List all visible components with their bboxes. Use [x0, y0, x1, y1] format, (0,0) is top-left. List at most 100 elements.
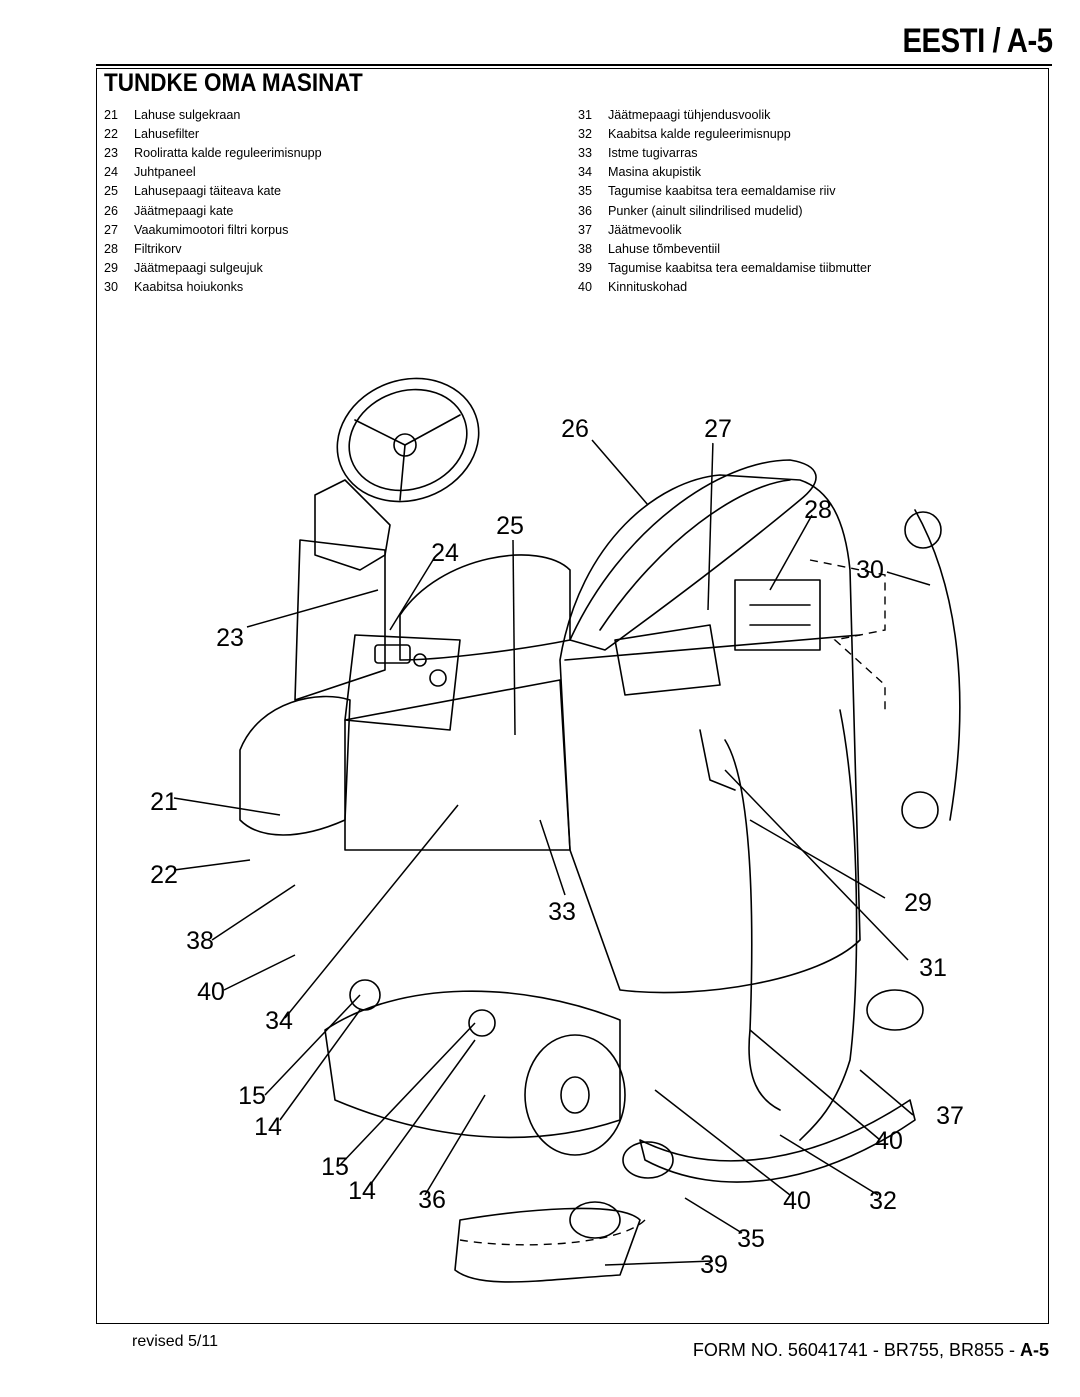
- legend-item-label: Tagumise kaabitsa tera eemaldamise riiv: [608, 184, 836, 199]
- callout-23: 23: [216, 624, 244, 652]
- legend-item-label: Jäätmepaagi sulgeujuk: [134, 261, 263, 276]
- form-page-number: A-5: [1019, 1340, 1049, 1360]
- callout-27: 27: [704, 415, 732, 443]
- legend-item-label: Lahuse tõmbeventiil: [608, 241, 721, 256]
- callout-37: 37: [936, 1102, 964, 1130]
- legend-item-number: 36: [578, 203, 593, 218]
- legend-item-number: 28: [104, 241, 119, 256]
- legend-item-label: Lahusepaagi täiteava kate: [134, 184, 282, 199]
- callout-32: 32: [869, 1187, 897, 1215]
- content-frame: [96, 68, 1049, 1324]
- body-front-panel: [344, 679, 571, 851]
- callout-35: 35: [737, 1225, 765, 1253]
- filter-basket: [734, 579, 821, 651]
- legend-item-label: Juhtpaneel: [134, 165, 196, 180]
- legend-item-label: Jäätmepaagi kate: [134, 203, 234, 218]
- legend-item-number: 40: [578, 280, 593, 295]
- legend-item-number: 37: [578, 222, 593, 237]
- legend-item-label: Filtrikorv: [134, 241, 182, 256]
- legend-item: 38 Lahuse tõmbeventiil: [578, 239, 1038, 258]
- legend-item: 39 Tagumise kaabitsa tera eemaldamise tii…: [578, 259, 1038, 278]
- legend-item-number: 25: [104, 184, 119, 199]
- legend-item-label: Lahusefilter: [134, 126, 200, 141]
- squeegee-wheel-left: [622, 1141, 674, 1179]
- callout-24: 24: [431, 539, 459, 567]
- legend-item-label: Kaabitsa kalde reguleerimisnupp: [608, 126, 791, 141]
- callout-29: 29: [904, 889, 932, 917]
- form-number-text: FORM NO. 56041741 - BR755, BR855 -: [692, 1340, 1020, 1360]
- revision-note: revised 5/11: [132, 1333, 218, 1350]
- drain-hose: [724, 739, 781, 1111]
- legend-item: 35 Tagumise kaabitsa tera eemaldamise rii…: [578, 182, 1038, 201]
- legend-item-number: 22: [104, 126, 119, 141]
- body-left-panel: [239, 695, 351, 836]
- legend-item-number: 33: [578, 145, 593, 160]
- legend-item-number: 24: [104, 165, 119, 180]
- legend-item: 40 Kinnituskohad: [578, 278, 1038, 297]
- legend-item: 28 Filtrikorv: [104, 239, 564, 258]
- callout-30: 30: [856, 556, 884, 584]
- legend-item-label: Vaakumimootori filtri korpus: [134, 222, 289, 237]
- legend-item-label: Jäätmepaagi tühjendusvoolik: [608, 107, 771, 122]
- legend-item-number: 35: [578, 184, 593, 199]
- stored-squeegee: [914, 509, 961, 821]
- squeegee: [639, 1099, 916, 1183]
- machine-drawing: [239, 377, 961, 1283]
- legend-item-number: 31: [578, 107, 593, 122]
- page-header-title: EESTI / A-5: [902, 22, 1054, 60]
- callout-40: 40: [197, 978, 225, 1006]
- callout-15: 15: [238, 1082, 266, 1110]
- recovery-tank: [559, 474, 861, 994]
- legend-item: 31 Jäätmepaagi tühjendusvoolik: [578, 105, 1038, 124]
- callout-39: 39: [700, 1251, 728, 1279]
- legend-item: 37 Jäätmevoolik: [578, 220, 1038, 239]
- legend-item-label: Kinnituskohad: [608, 280, 688, 295]
- callout-33: 33: [548, 898, 576, 926]
- legend-item-number: 26: [104, 203, 119, 218]
- legend-item-label: Masina akupistik: [608, 165, 702, 180]
- callout-26: 26: [561, 415, 589, 443]
- header-divider: [96, 64, 1052, 66]
- callout-36: 36: [418, 1186, 446, 1214]
- legend-item-number: 21: [104, 107, 119, 122]
- legend-item-number: 38: [578, 241, 593, 256]
- form-number: FORM NO. 56041741 - BR755, BR855 - A-5: [693, 1340, 1049, 1361]
- callout-40c: 40: [783, 1187, 811, 1215]
- legend-item-label: Tagumise kaabitsa tera eemaldamise tiibm…: [608, 261, 872, 276]
- callout-21: 21: [150, 788, 178, 816]
- steering-wheel-outer: [336, 377, 480, 503]
- legend-item-number: 30: [104, 280, 119, 295]
- leader-lines: [173, 439, 931, 1266]
- callout-14b: 14: [348, 1177, 376, 1205]
- legend-item-number: 39: [578, 261, 593, 276]
- callout-25: 25: [496, 512, 524, 540]
- legend-item: 26 Jäätmepaagi kate: [104, 201, 564, 220]
- steering-wheel-inner: [348, 388, 468, 492]
- legend-item-label: Jäätmevoolik: [608, 222, 682, 237]
- legend-item-label: Punker (ainult silindrilised mudelid): [608, 203, 803, 218]
- legend-item-number: 27: [104, 222, 119, 237]
- brush-knob-right: [468, 1009, 496, 1037]
- legend-item-label: Istme tugivarras: [608, 145, 698, 160]
- callout-34: 34: [265, 1007, 293, 1035]
- legend-item: 23 Rooliratta kalde reguleerimisnupp: [104, 143, 564, 162]
- parts-legend-right: 31 Jäätmepaagi tühjendusvoolik 32 Kaabitsa …: [578, 105, 1038, 297]
- steering-hub: [393, 433, 417, 457]
- machine-diagram: 26 27 28 25 24 30 23 21 22 33 29 38 31 4…: [150, 377, 964, 1283]
- legend-item: 36 Punker (ainult silindrilised mudelid): [578, 201, 1038, 220]
- callout-31: 31: [919, 954, 947, 982]
- legend-item-number: 23: [104, 145, 119, 160]
- callout-numbers: 26 27 28 25 24 30 23 21 22 33 29 38 31 4…: [150, 412, 964, 1279]
- recovery-hose: [799, 709, 858, 1141]
- legend-item-label: Rooliratta kalde reguleerimisnupp: [134, 145, 322, 160]
- squeegee-detail: [454, 1207, 641, 1283]
- column-housing: [294, 539, 386, 701]
- squeegee-wheel-right: [866, 989, 924, 1031]
- legend-item: 25 Lahusepaagi täiteava kate: [104, 182, 564, 201]
- legend-item-number: 32: [578, 126, 593, 141]
- callout-22: 22: [150, 861, 178, 889]
- steering-column: [314, 479, 391, 571]
